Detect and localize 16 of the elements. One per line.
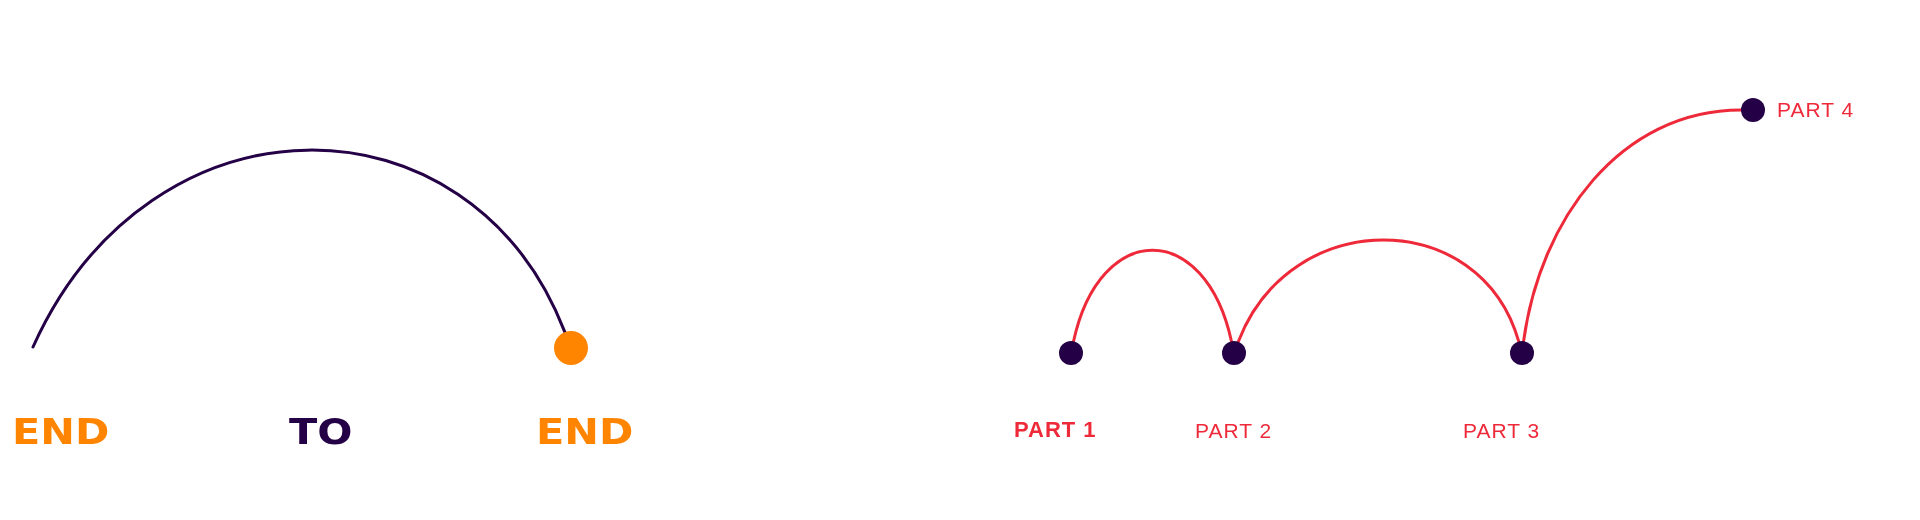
part-label: PART 4 — [1777, 99, 1855, 120]
heading-word: END — [12, 414, 110, 450]
arc-connector — [1072, 248, 1233, 343]
dot-marker — [1222, 341, 1246, 365]
heading-word: TO — [289, 414, 353, 450]
part-label: PART 1 — [1014, 419, 1097, 441]
part-label: PART 3 — [1463, 420, 1541, 441]
dot-marker — [1741, 98, 1765, 122]
arc-connector — [31, 148, 567, 349]
arc-connector — [1236, 238, 1521, 344]
heading-word: END — [536, 414, 634, 450]
part-label: PART 2 — [1195, 420, 1273, 441]
dot-marker — [1510, 341, 1534, 365]
dot-marker — [1059, 341, 1083, 365]
dot-marker — [554, 331, 588, 365]
arc-connector — [1522, 108, 1743, 343]
